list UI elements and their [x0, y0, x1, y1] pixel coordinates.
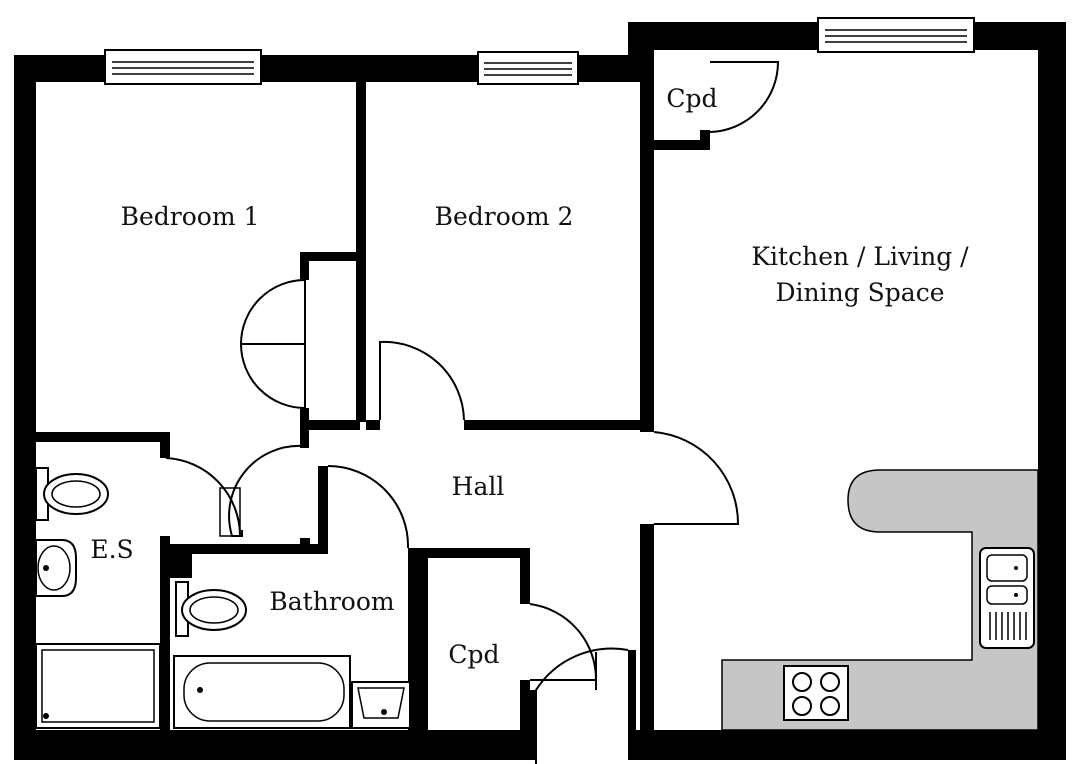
basin-icon	[35, 539, 77, 597]
bathtub-icon	[173, 655, 351, 729]
cupboard-top-label: Cpd	[666, 84, 717, 113]
basin-icon	[351, 681, 411, 729]
window-kitchen	[817, 17, 975, 53]
bedroom2-label: Bedroom 2	[435, 202, 574, 231]
bedroom1-label: Bedroom 1	[121, 202, 260, 231]
cupboard-hall-label: Cpd	[448, 640, 499, 669]
sink-icon	[979, 547, 1035, 649]
kitchen-label-line1: Kitchen / Living /	[751, 242, 969, 271]
kitchen-label-line2: Dining Space	[775, 278, 944, 307]
door-swings	[165, 61, 780, 764]
hall-label: Hall	[452, 472, 505, 501]
bathroom-label: Bathroom	[269, 587, 394, 616]
toilet-icon	[175, 581, 247, 637]
window-bedroom1	[104, 49, 262, 85]
hob-icon	[783, 665, 849, 721]
ensuite-label: E.S	[90, 535, 133, 564]
room-labels: Bedroom 1 Bedroom 2 Kitchen / Living / D…	[90, 84, 969, 669]
window-bedroom2	[477, 51, 579, 85]
shower-tray-icon	[35, 643, 161, 729]
toilet-icon	[35, 467, 109, 521]
interior-walls	[36, 82, 710, 760]
